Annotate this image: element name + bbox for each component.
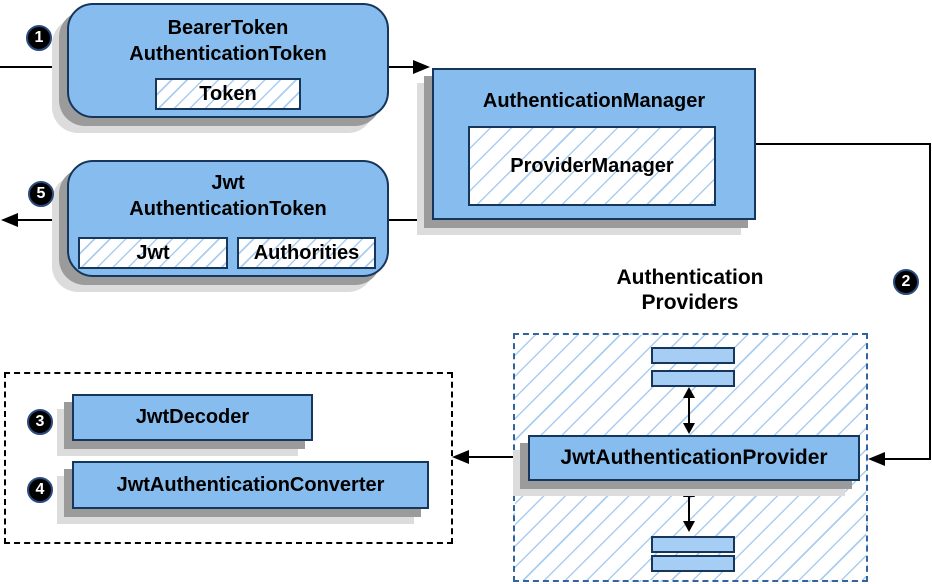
authentication-providers-title-line2: Providers xyxy=(641,291,739,314)
bearer-token-title-line1: BearerToken xyxy=(167,17,289,39)
arrowhead-into-manager-icon xyxy=(413,60,430,74)
edge-manager-to-provider-bottom xyxy=(872,458,931,460)
arrowhead-down-bottom-icon xyxy=(683,521,695,532)
jwt-token-title-line1: Jwt xyxy=(211,172,245,194)
step-3-badge: 3 xyxy=(27,409,53,435)
edge-bearer-to-manager xyxy=(389,66,415,68)
arrowhead-up-bottom-icon xyxy=(683,486,695,497)
step-5-badge: 5 xyxy=(28,181,54,207)
edge-request-in xyxy=(0,66,67,68)
edge-provider-list-bottom xyxy=(688,492,690,524)
authentication-providers-title: Authentication Providers xyxy=(565,265,815,315)
authentication-manager-title: AuthenticationManager xyxy=(482,90,706,112)
authorities-field: Authorities xyxy=(237,237,376,269)
provider-bar xyxy=(651,347,735,364)
authentication-manager-node: AuthenticationManager ProviderManager xyxy=(432,68,756,220)
bearer-token-title-line2: AuthenticationToken xyxy=(129,43,327,65)
jwt-field: Jwt xyxy=(78,237,228,269)
jwt-authentication-provider-node: JwtAuthenticationProvider xyxy=(528,435,860,481)
arrowhead-up-top-icon xyxy=(683,387,695,398)
edge-manager-to-jwttoken xyxy=(389,219,432,221)
provider-bar xyxy=(651,370,735,387)
edge-provider-to-decoder xyxy=(458,456,514,458)
provider-bar xyxy=(651,536,735,553)
arrowhead-down-top-icon xyxy=(683,423,695,434)
arrowhead-into-decoder-group-icon xyxy=(452,450,469,464)
jwt-decoder-node: JwtDecoder xyxy=(72,394,313,441)
edge-manager-to-provider-top xyxy=(755,143,931,145)
step-4-badge: 4 xyxy=(27,477,53,503)
edge-provider-list-top xyxy=(688,394,690,426)
token-field: Token xyxy=(155,78,301,110)
edge-response-out xyxy=(14,219,67,221)
provider-manager-field: ProviderManager xyxy=(468,126,716,206)
jwt-authentication-converter-node: JwtAuthenticationConverter xyxy=(72,461,429,509)
arrowhead-response-out-icon xyxy=(1,213,18,227)
bearer-token-authentication-token-node: BearerToken AuthenticationToken Token xyxy=(67,3,389,118)
step-2-badge: 2 xyxy=(893,269,919,295)
jwt-token-title-line2: AuthenticationToken xyxy=(129,198,327,220)
arrowhead-into-provider-icon xyxy=(868,452,885,466)
provider-bar xyxy=(651,555,735,572)
jwt-authentication-token-node: Jwt AuthenticationToken Jwt Authorities xyxy=(67,160,389,277)
step-1-badge: 1 xyxy=(26,25,52,51)
edge-manager-to-provider-vertical xyxy=(929,143,931,459)
authentication-providers-title-line1: Authentication xyxy=(616,266,764,289)
